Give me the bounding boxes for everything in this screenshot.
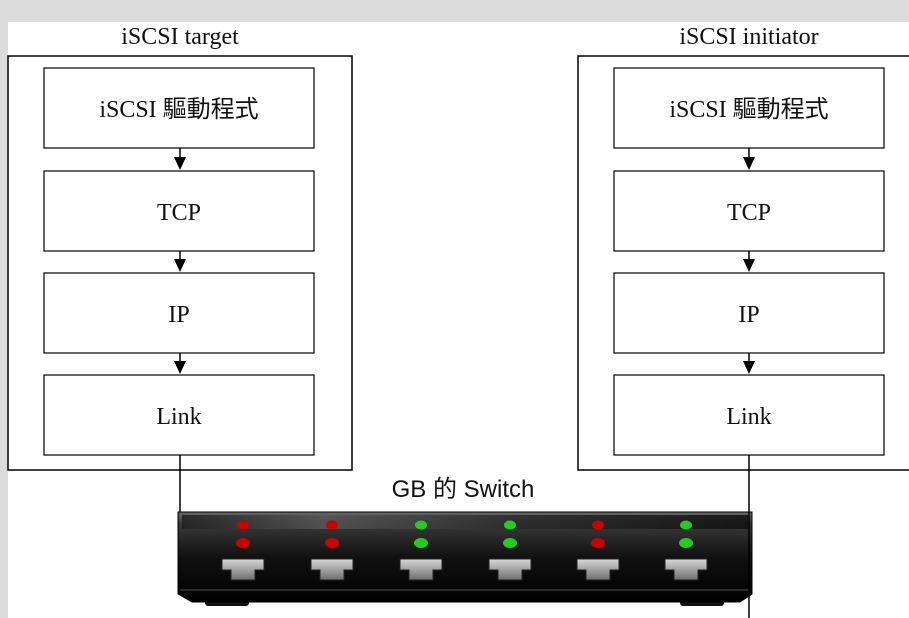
port-5-led-top	[592, 520, 604, 530]
initiator-layer-driver-label: iSCSI 驅動程式	[669, 96, 828, 123]
initiator-layer-link	[613, 374, 885, 456]
initiator-layer-ip	[613, 272, 885, 354]
port-3-led-top	[415, 520, 427, 530]
target-arrow-2	[174, 251, 186, 272]
target-stack: iSCSI target iSCSI 驅動程式 TCP IP Link	[7, 24, 353, 520]
switch-top-shine	[182, 515, 748, 529]
target-layer-ip	[43, 272, 315, 354]
switch-port-5	[576, 520, 620, 581]
target-layer-link-label: Link	[156, 404, 201, 430]
target-layer-tcp	[43, 170, 315, 252]
switch-port-6	[664, 520, 708, 581]
switch-port-4	[488, 520, 532, 581]
port-1-led-top	[237, 520, 249, 530]
port-4-jack	[488, 558, 532, 581]
port-6-led-bottom	[679, 538, 693, 548]
initiator-stack: iSCSI initiator iSCSI 驅動程式 TCP IP Link	[577, 24, 909, 471]
port-2-led-bottom	[325, 538, 339, 548]
target-layer-ip-label: IP	[168, 302, 189, 328]
port-5-jack	[576, 558, 620, 581]
initiator-arrow-3	[743, 353, 755, 374]
target-layer-link	[43, 374, 315, 456]
port-4-led-bottom	[503, 538, 517, 548]
initiator-layer-driver	[613, 67, 885, 149]
port-2-led-top	[326, 520, 338, 530]
switch-ports	[221, 520, 708, 581]
target-layer-driver	[43, 67, 315, 149]
port-1-jack	[221, 558, 265, 581]
switch-port-2	[310, 520, 354, 581]
port-5-led-bottom	[591, 538, 605, 548]
switch-port-3	[399, 520, 443, 581]
port-6-led-top	[680, 520, 692, 530]
switch-label: GB 的 Switch	[392, 476, 535, 503]
initiator-arrow-1	[743, 148, 755, 170]
port-4-led-top	[504, 520, 516, 530]
initiator-title: iSCSI initiator	[679, 24, 818, 50]
target-layer-tcp-label: TCP	[157, 200, 201, 226]
port-6-jack	[664, 558, 708, 581]
target-title: iSCSI target	[121, 24, 239, 50]
initiator-layer-ip-label: IP	[738, 302, 759, 328]
port-3-led-bottom	[414, 538, 428, 548]
port-1-led-bottom	[236, 538, 250, 548]
initiator-layer-tcp	[613, 170, 885, 252]
initiator-layer-tcp-label: TCP	[727, 200, 771, 226]
target-arrow-1	[174, 148, 186, 170]
gb-switch: GB 的 Switch	[177, 476, 753, 606]
port-3-jack	[399, 558, 443, 581]
switch-port-1	[221, 520, 265, 581]
initiator-layer-link-label: Link	[726, 404, 771, 430]
target-arrow-3	[174, 353, 186, 374]
target-layer-driver-label: iSCSI 驅動程式	[99, 96, 258, 123]
initiator-arrow-2	[743, 251, 755, 272]
port-2-jack	[310, 558, 354, 581]
